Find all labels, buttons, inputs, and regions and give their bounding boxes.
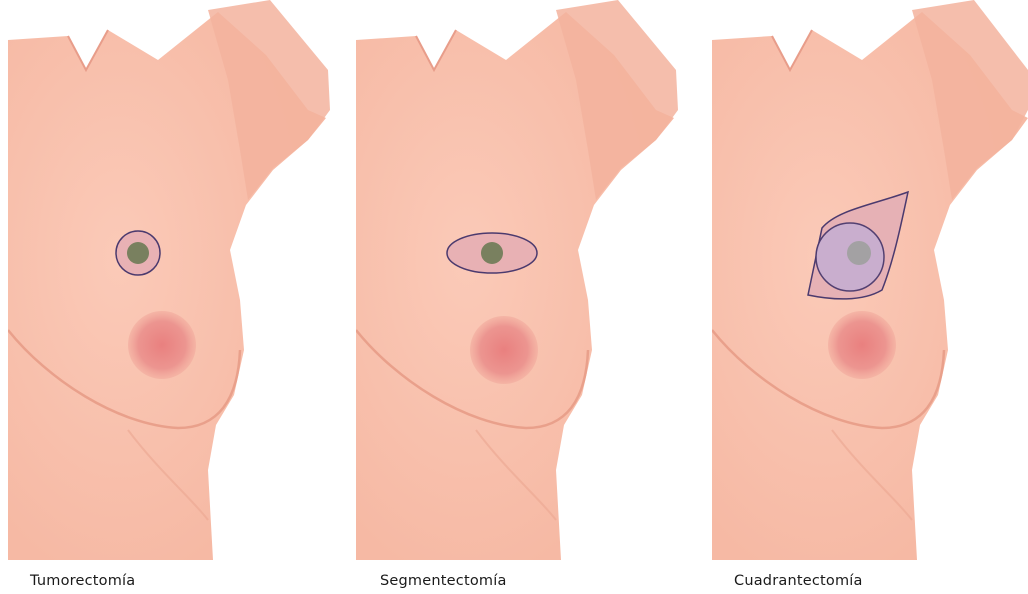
panel-quadrantectomy: Cuadrantectomía [712, 0, 1028, 594]
areola [470, 316, 538, 384]
areola [128, 311, 196, 379]
torso-illustration [8, 0, 348, 560]
areola [828, 311, 896, 379]
panel-tumorectomy: Tumorectomía [8, 0, 348, 594]
procedure-label: Segmentectomía [380, 573, 507, 589]
panel-segmentectomy: Segmentectomía [356, 0, 696, 594]
tumor-mark [127, 242, 149, 264]
torso-illustration [356, 0, 696, 560]
tumor-mark [481, 242, 503, 264]
tumor-mark [847, 241, 871, 265]
procedure-label: Tumorectomía [30, 573, 135, 589]
procedure-label: Cuadrantectomía [734, 573, 863, 589]
torso-illustration [712, 0, 1028, 560]
